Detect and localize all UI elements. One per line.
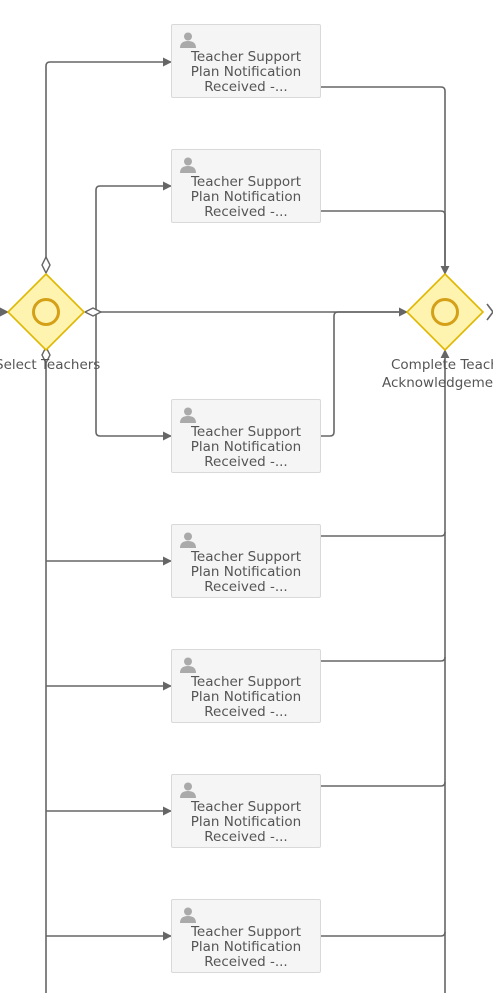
join-gateway-label-line-2: Acknowledgement xyxy=(382,375,493,391)
sequence-flow-from-task-7[interactable] xyxy=(321,931,446,937)
gateway-diamond-shape xyxy=(6,272,86,352)
split-gateway-label: Select Teachers xyxy=(0,357,101,373)
task-label: Teacher Support Plan Notification Receiv… xyxy=(190,424,302,470)
gateway-event-ring-icon xyxy=(431,298,459,326)
user-task-3[interactable]: Teacher Support Plan Notification Receiv… xyxy=(171,399,321,473)
task-label: Teacher Support Plan Notification Receiv… xyxy=(190,924,302,970)
user-icon xyxy=(180,782,196,798)
conditional-marker-right xyxy=(83,307,103,317)
user-icon xyxy=(180,532,196,548)
task-label: Teacher Support Plan Notification Receiv… xyxy=(190,674,302,720)
user-task-4[interactable]: Teacher Support Plan Notification Receiv… xyxy=(171,524,321,598)
sequence-flow-from-task-1[interactable] xyxy=(321,86,450,275)
conditional-marker-top xyxy=(41,255,51,275)
user-icon xyxy=(180,657,196,673)
sequence-flow-to-task-1[interactable] xyxy=(45,57,172,262)
user-task-1[interactable]: Teacher Support Plan Notification Receiv… xyxy=(171,24,321,98)
sequence-flow-to-task-2[interactable] xyxy=(95,181,172,312)
gateway-diamond-shape xyxy=(405,272,485,352)
sequence-flow-from-task-3[interactable] xyxy=(321,311,407,437)
task-label: Teacher Support Plan Notification Receiv… xyxy=(190,174,302,220)
sequence-flow-from-task-5[interactable] xyxy=(321,656,446,662)
user-icon xyxy=(180,32,196,48)
join-gateway[interactable] xyxy=(405,272,485,352)
sequence-flow-from-task-4[interactable] xyxy=(321,531,446,537)
gateway-event-ring-icon xyxy=(32,298,60,326)
sequence-flow-from-task-2[interactable] xyxy=(321,210,446,274)
user-icon xyxy=(180,157,196,173)
user-icon xyxy=(180,907,196,923)
task-label: Teacher Support Plan Notification Receiv… xyxy=(190,549,302,595)
user-task-5[interactable]: Teacher Support Plan Notification Receiv… xyxy=(171,649,321,723)
sequence-flow-to-task-3[interactable] xyxy=(95,312,172,441)
split-gateway[interactable] xyxy=(6,272,86,352)
sequence-flow-from-task-6[interactable] xyxy=(321,781,446,787)
join-gateway-label-line-1: Complete Teacher xyxy=(391,357,493,373)
task-label: Teacher Support Plan Notification Receiv… xyxy=(190,49,302,95)
user-task-7[interactable]: Teacher Support Plan Notification Receiv… xyxy=(171,899,321,973)
task-label: Teacher Support Plan Notification Receiv… xyxy=(190,799,302,845)
sequence-flow-outgoing[interactable] xyxy=(486,303,493,321)
user-task-6[interactable]: Teacher Support Plan Notification Receiv… xyxy=(171,774,321,848)
conditional-marker-bottom xyxy=(41,345,51,365)
user-icon xyxy=(180,407,196,423)
user-task-2[interactable]: Teacher Support Plan Notification Receiv… xyxy=(171,149,321,223)
